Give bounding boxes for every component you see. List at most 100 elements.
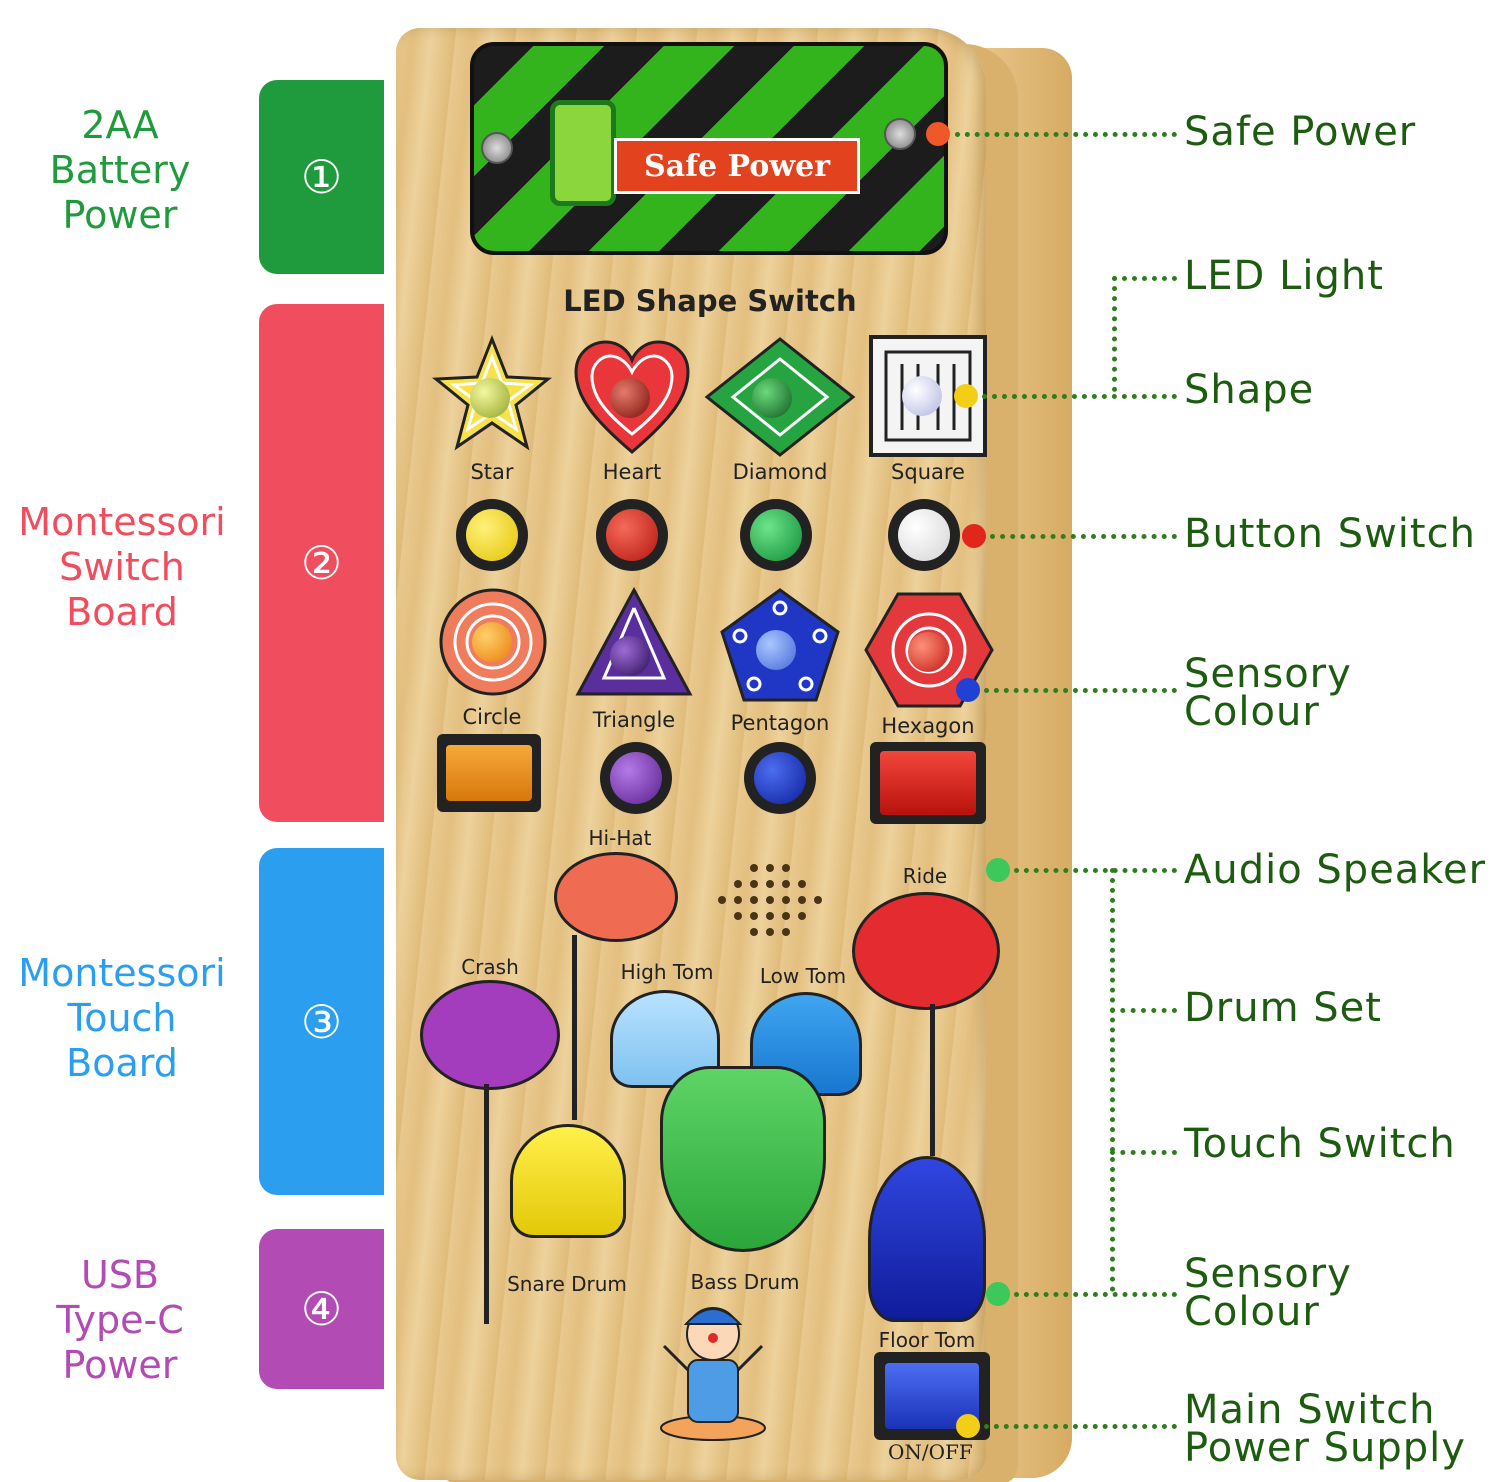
green-push-button[interactable] bbox=[740, 499, 812, 571]
label-line: Type-C bbox=[56, 1298, 184, 1342]
red-rocker-switch[interactable] bbox=[870, 742, 986, 824]
callout-text: Touch Switch bbox=[1184, 1121, 1456, 1167]
callout-dot bbox=[962, 524, 986, 548]
label-line: Montessori bbox=[18, 951, 226, 995]
shape-label-circle: Circle bbox=[462, 705, 522, 729]
drum-label-crash: Crash bbox=[461, 955, 519, 979]
label-line: Board bbox=[66, 1041, 178, 1085]
hi-hat-cymbal[interactable] bbox=[554, 852, 678, 942]
led-light-icon bbox=[470, 378, 510, 418]
callout-leader bbox=[955, 132, 1177, 137]
callout-dot bbox=[956, 1414, 980, 1438]
section-2-tab: ② bbox=[259, 304, 384, 822]
red-push-button[interactable] bbox=[596, 499, 668, 571]
callout-text: Shape bbox=[1184, 367, 1315, 413]
snare-drum[interactable] bbox=[510, 1124, 626, 1238]
section-2-label: Montessori Switch Board bbox=[0, 500, 244, 635]
callout-text: LED Light bbox=[1184, 253, 1384, 299]
callout-leader bbox=[1110, 868, 1115, 1292]
drum-label-floor-tom: Floor Tom bbox=[878, 1328, 976, 1352]
led-light-icon bbox=[472, 622, 512, 662]
callout-text: Colour bbox=[1184, 1289, 1320, 1335]
board-side-edge bbox=[984, 48, 1072, 1478]
callout-sensory-colour-2: Sensory Colour bbox=[1184, 1252, 1352, 1334]
shape-label-hexagon: Hexagon bbox=[881, 714, 975, 738]
callout-audio-speaker: Audio Speaker bbox=[1184, 848, 1486, 892]
callout-text: Colour bbox=[1184, 689, 1320, 735]
battery-icon bbox=[550, 100, 616, 206]
callout-safe-power: Safe Power bbox=[1184, 110, 1416, 154]
callout-text: Audio Speaker bbox=[1184, 847, 1487, 893]
ride-cymbal[interactable] bbox=[852, 892, 1000, 1010]
floor-tom-drum[interactable] bbox=[868, 1156, 986, 1322]
bass-drum[interactable] bbox=[660, 1066, 826, 1252]
callout-text: Power Supply bbox=[1184, 1425, 1466, 1471]
safe-power-banner: Safe Power bbox=[614, 138, 860, 194]
label-line: Board bbox=[66, 590, 178, 634]
callout-text: Drum Set bbox=[1184, 985, 1382, 1031]
crash-stand bbox=[484, 1084, 489, 1324]
led-light-icon bbox=[908, 632, 948, 672]
shape-label-square: Square bbox=[891, 460, 965, 484]
purple-push-button[interactable] bbox=[600, 742, 672, 814]
label-line: Battery bbox=[49, 148, 191, 192]
section-1-tab: ① bbox=[259, 80, 384, 274]
orange-rocker-switch[interactable] bbox=[437, 734, 541, 812]
callout-text: Main Switch bbox=[1184, 1387, 1436, 1433]
callout-dot bbox=[986, 1282, 1010, 1306]
callout-drum-set: Drum Set bbox=[1184, 986, 1382, 1030]
callout-leader bbox=[982, 394, 1177, 399]
callout-leader bbox=[1014, 1292, 1177, 1297]
callout-leader bbox=[1112, 276, 1117, 392]
callout-dot bbox=[956, 678, 980, 702]
hi-hat-stand bbox=[572, 935, 577, 1120]
shape-label-pentagon: Pentagon bbox=[730, 711, 830, 735]
callout-leader bbox=[1112, 276, 1177, 281]
callout-dot bbox=[926, 122, 950, 146]
drum-label-bass-drum: Bass Drum bbox=[690, 1270, 800, 1294]
section-number: ④ bbox=[300, 1282, 343, 1336]
drum-label-snare-drum: Snare Drum bbox=[507, 1272, 627, 1296]
screw-icon bbox=[884, 118, 916, 150]
main-power-switch[interactable] bbox=[874, 1352, 990, 1440]
yellow-push-button[interactable] bbox=[456, 499, 528, 571]
section-3-tab: ③ bbox=[259, 848, 384, 1195]
led-light-icon bbox=[752, 378, 792, 418]
section-1-label: 2AA Battery Power bbox=[20, 103, 220, 238]
drum-label-high-tom: High Tom bbox=[620, 960, 714, 984]
callout-led-light: LED Light bbox=[1184, 254, 1384, 298]
drummer-character-icon bbox=[660, 1307, 766, 1441]
callout-leader bbox=[1110, 1008, 1177, 1013]
callout-main-switch: Main Switch Power Supply bbox=[1184, 1388, 1466, 1470]
callout-dot bbox=[954, 384, 978, 408]
callout-text: Sensory bbox=[1184, 1251, 1352, 1297]
led-light-icon bbox=[610, 378, 650, 418]
board-title: LED Shape Switch bbox=[563, 284, 857, 318]
label-line: USB bbox=[80, 1253, 159, 1297]
label-line: 2AA bbox=[81, 103, 159, 147]
blue-push-button[interactable] bbox=[744, 742, 816, 814]
section-number: ② bbox=[300, 536, 343, 590]
screw-icon bbox=[481, 132, 513, 164]
callout-text: Button Switch bbox=[1184, 511, 1476, 557]
callout-leader bbox=[1014, 868, 1177, 873]
label-line: Power bbox=[62, 193, 178, 237]
shape-label-diamond: Diamond bbox=[732, 460, 828, 484]
on-off-label: ON/OFF bbox=[888, 1440, 973, 1464]
drum-label-hi-hat: Hi-Hat bbox=[588, 826, 652, 850]
label-line: Power bbox=[62, 1343, 178, 1387]
label-line: Touch bbox=[67, 996, 177, 1040]
ride-stand bbox=[930, 1004, 935, 1156]
white-push-button[interactable] bbox=[888, 499, 960, 571]
callout-leader bbox=[990, 534, 1177, 539]
callout-button-switch: Button Switch bbox=[1184, 512, 1476, 556]
callout-text: Safe Power bbox=[1184, 109, 1417, 155]
led-light-icon bbox=[756, 630, 796, 670]
led-light-icon bbox=[902, 376, 942, 416]
callout-shape: Shape bbox=[1184, 368, 1314, 412]
callout-text: Sensory bbox=[1184, 651, 1352, 697]
callout-leader bbox=[984, 1424, 1177, 1429]
shape-label-star: Star bbox=[470, 460, 514, 484]
callout-sensory-colour-1: Sensory Colour bbox=[1184, 652, 1352, 734]
crash-cymbal[interactable] bbox=[420, 980, 560, 1090]
